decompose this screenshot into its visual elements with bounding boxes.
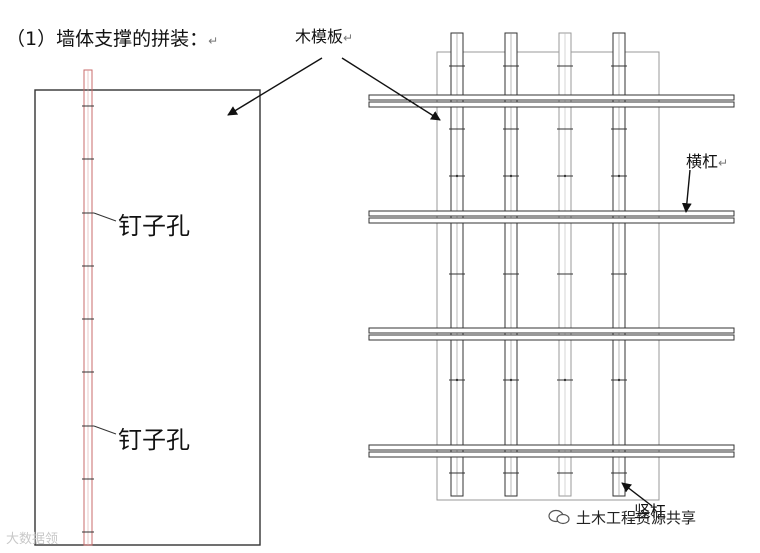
vertical-bar-ticks	[449, 65, 627, 474]
label-horizontal-bar: 横杠↵	[686, 148, 728, 172]
arrow-vertical-bar	[621, 482, 653, 507]
arrow-wood-to-left-panel	[227, 57, 323, 116]
wechat-icon	[548, 509, 570, 525]
arrow-wood-to-right-panel	[341, 57, 441, 121]
label-nail-hole-top: 钉子孔	[118, 212, 190, 240]
left-stud	[83, 69, 93, 546]
return-mark: ↵	[343, 31, 354, 45]
nail-hole-leader-top	[93, 212, 117, 222]
vertical-bar-dots	[455, 174, 621, 382]
horizontal-bar	[368, 327, 735, 341]
wood-formwork-text: 木模板	[295, 27, 344, 46]
left-wood-panel	[34, 89, 261, 546]
label-nail-hole-bottom: 钉子孔	[118, 426, 190, 454]
right-wood-panel	[436, 51, 660, 501]
label-wood-formwork: 木模板↵	[295, 23, 353, 47]
left-stud-nail-holes	[82, 105, 94, 533]
arrow-horizontal-bar	[681, 169, 692, 213]
return-mark: ↵	[208, 34, 219, 48]
horizontal-bars	[368, 94, 735, 458]
nail-hole-leader-bottom	[93, 425, 117, 435]
horizontal-bar	[368, 94, 735, 108]
section-title: （1）墙体支撑的拼装：↵	[6, 24, 218, 51]
horizontal-bar-text: 横杠	[686, 152, 719, 171]
watermark-left: 大数据领	[6, 532, 59, 547]
watermark-right: 土木工程资源共享	[548, 507, 696, 528]
label-vertical-bar: 竖杠	[634, 502, 667, 521]
watermark-right-text: 土木工程资源共享	[576, 509, 697, 527]
title-text: （1）墙体支撑的拼装：	[6, 28, 209, 50]
return-mark: ↵	[718, 156, 729, 170]
horizontal-bar	[368, 210, 735, 224]
horizontal-bar	[368, 444, 735, 458]
